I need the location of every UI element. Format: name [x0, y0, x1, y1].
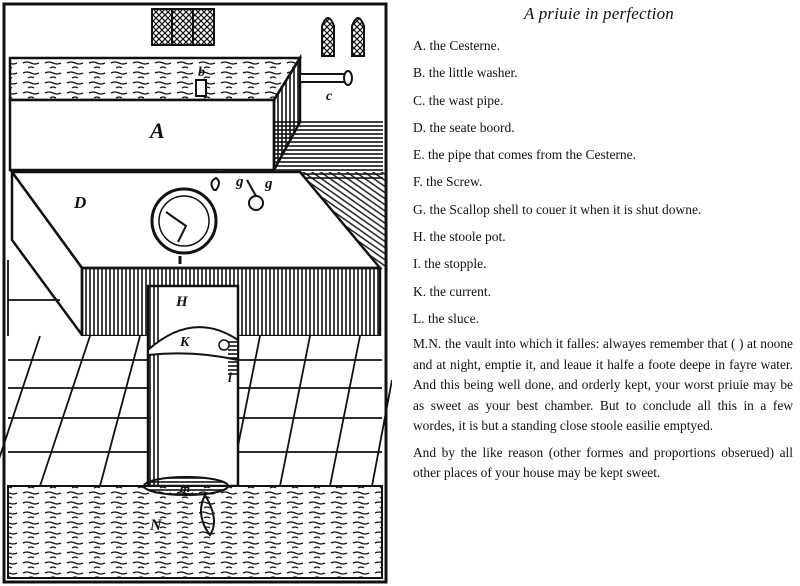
lattice-window	[151, 8, 215, 46]
label-N: N	[149, 517, 163, 534]
waste-pipe	[299, 73, 347, 83]
label-g-1: g	[235, 174, 244, 190]
cistern-water	[8, 56, 303, 102]
legend-item: A. the Cesterne.	[413, 38, 500, 53]
text-column: A priuie in perfection A. the Cesterne. …	[405, 4, 793, 484]
label-c: c	[326, 89, 333, 104]
label-D: D	[73, 193, 86, 212]
legend-item: L. the sluce.	[413, 310, 479, 326]
legend-list: A. the Cesterne. B. the little washer. C…	[405, 32, 793, 332]
stool-pot	[146, 284, 240, 488]
legend-item: G. the Scallop shell to couer it when it…	[413, 201, 702, 217]
closing-paragraph: And by the like reason (other formes and…	[413, 444, 793, 481]
arched-window-right	[351, 17, 365, 57]
screw-key	[210, 176, 220, 191]
legend-item: K. the current.	[413, 283, 491, 299]
vault-water	[7, 485, 383, 579]
legend-item: I. the stopple.	[413, 256, 487, 272]
scallop-shell-cover	[150, 187, 218, 255]
vault-paragraph: M.N. the vault into which it falles: alw…	[413, 336, 793, 434]
label-b: b	[198, 65, 205, 80]
cistern-side	[272, 53, 302, 171]
current	[200, 494, 215, 537]
cistern-front	[8, 98, 276, 172]
legend-item: C. the wast pipe.	[413, 92, 504, 108]
label-m: m	[180, 480, 190, 495]
legend-item: E. the pipe that comes from the Cesterne…	[413, 147, 637, 163]
legend-item: F. the Screw.	[413, 174, 483, 190]
label-H: H	[175, 294, 189, 310]
legend-item: D. the seate boord.	[413, 119, 515, 135]
label-g-2: g	[264, 176, 273, 192]
arched-window-left	[321, 17, 335, 57]
label-K: K	[179, 335, 191, 350]
little-washer	[195, 79, 207, 97]
legend-item: B. the little washer.	[413, 65, 518, 81]
label-l: l	[228, 371, 232, 386]
stopple	[218, 339, 230, 351]
screw	[248, 195, 264, 211]
woodcut-illustration: A b c D g g H K l m N	[0, 0, 392, 586]
label-A: A	[148, 118, 165, 143]
page-title: A priuie in perfection	[524, 4, 674, 23]
legend-item: H. the stoole pot.	[413, 229, 506, 245]
